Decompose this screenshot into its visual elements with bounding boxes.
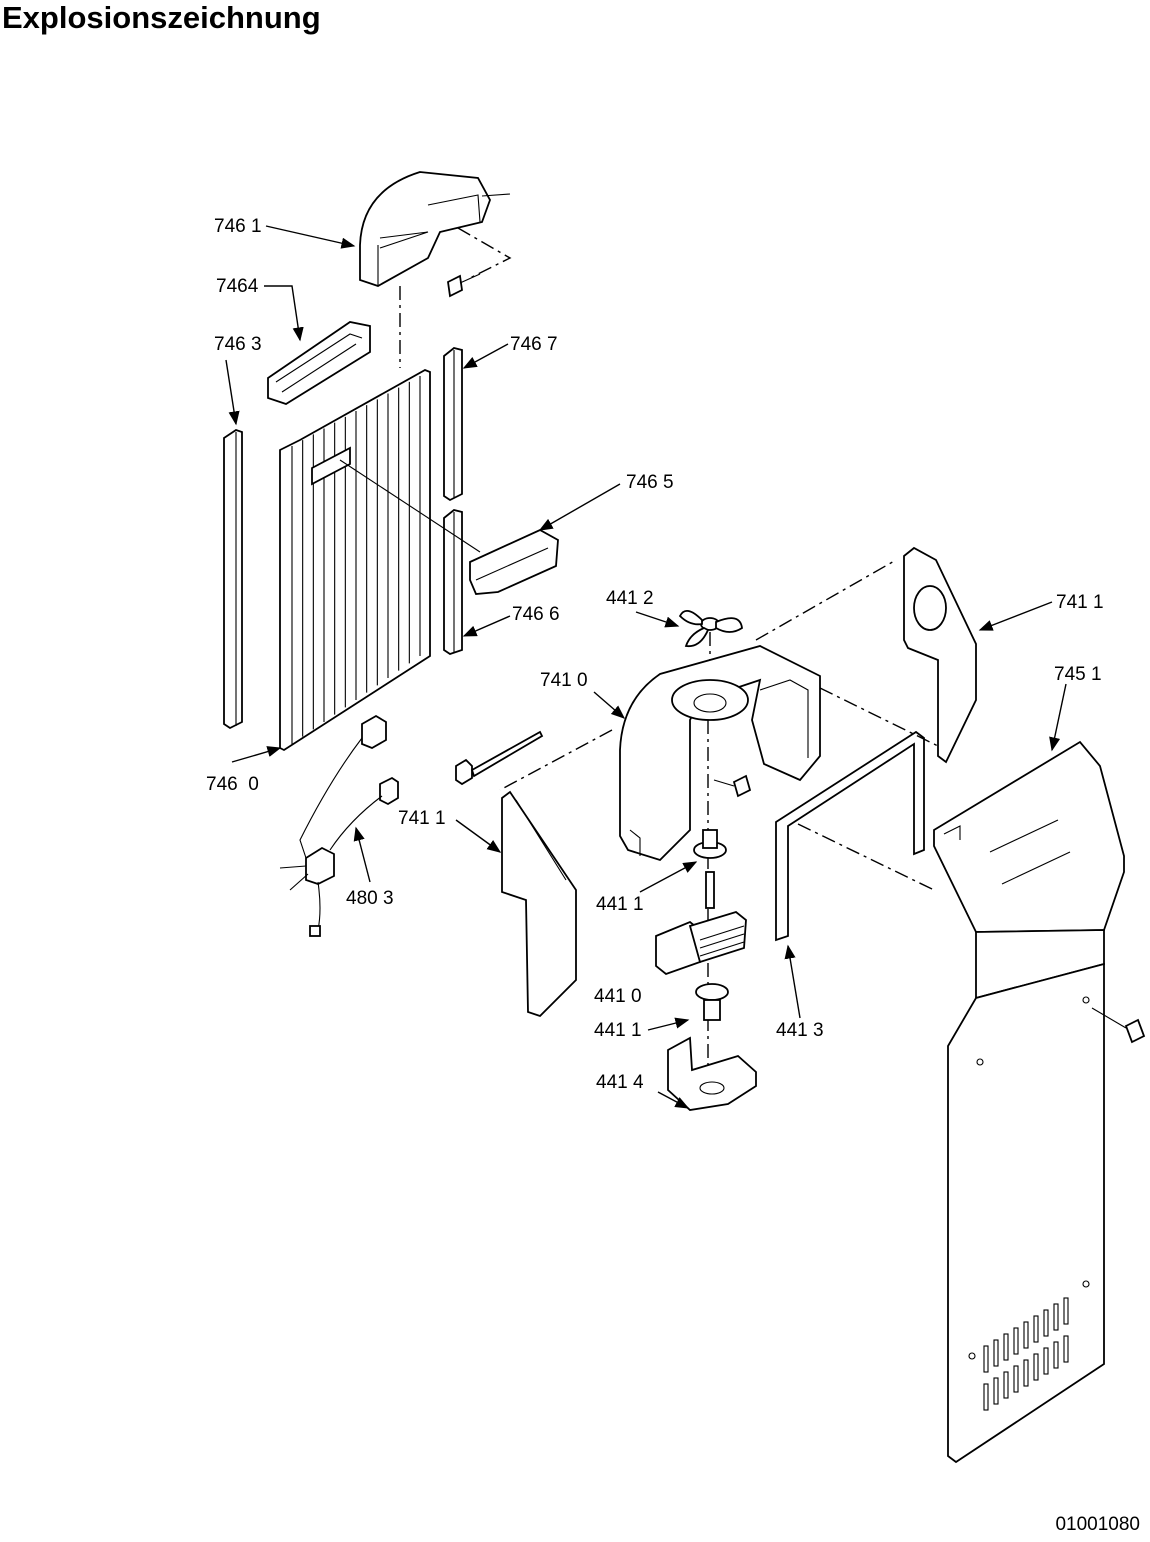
cable-tie (455, 730, 544, 786)
vent-slot (1013, 1327, 1019, 1355)
vent-slot (993, 1339, 999, 1367)
part-7451-rear-panel (933, 740, 1125, 1464)
label-7463: 746 3 (214, 334, 262, 355)
vent-slot (993, 1377, 999, 1405)
vent-slot (983, 1383, 989, 1411)
label-7465: 746 5 (626, 472, 674, 493)
leader-lines (225, 225, 1067, 1109)
vent-slot (1063, 1297, 1069, 1325)
part-7411-left-plate (501, 790, 577, 1018)
part-7465-thermostat-housing (339, 459, 559, 595)
label-7460: 746 0 (206, 774, 259, 795)
vent-slot (1003, 1371, 1009, 1399)
label-4414: 441 4 (596, 1072, 644, 1093)
vent-slot (983, 1345, 989, 1373)
part-7463-left-strip (223, 429, 243, 730)
part-7410-fan-housing (619, 645, 821, 1090)
label-4803: 480 3 (346, 888, 394, 909)
vent-slot (1033, 1315, 1039, 1343)
part-7464-bracket (267, 321, 371, 405)
label-7411-left: 741 1 (398, 808, 446, 829)
vent-slot (1033, 1353, 1039, 1381)
label-7464: 7464 (216, 276, 259, 297)
part-4414-motor-bracket (667, 1036, 757, 1111)
part-7461-cover (359, 171, 511, 287)
label-4411-top: 441 1 (596, 894, 644, 915)
vent-slot (1013, 1365, 1019, 1393)
vent-slot (1043, 1347, 1049, 1375)
label-7466: 746 6 (512, 604, 560, 625)
label-7410: 741 0 (540, 670, 588, 691)
screw-7451 (1091, 1007, 1146, 1044)
vent-slot (1003, 1333, 1009, 1361)
vent-slot (1023, 1321, 1029, 1349)
label-4412: 441 2 (606, 588, 654, 609)
part-4411-bushing-top (693, 829, 727, 859)
page-title: Explosionszeichnung (2, 0, 321, 35)
part-7460-evaporator-panel (279, 369, 431, 752)
screw-7461 (447, 273, 481, 298)
label-4413: 441 3 (776, 1020, 824, 1041)
label-7467: 746 7 (510, 334, 558, 355)
label-4411-bottom: 441 1 (594, 1020, 642, 1041)
part-7467-strip (443, 347, 463, 502)
label-7411-right: 741 1 (1056, 592, 1104, 613)
vent-slot (1053, 1303, 1059, 1331)
screw-7410 (713, 774, 752, 798)
label-7461: 746 1 (214, 216, 262, 237)
document-number: 01001080 (1055, 1514, 1140, 1535)
part-7411-right-plate (903, 546, 977, 764)
part-7466-strip (443, 509, 463, 655)
label-7451: 745 1 (1054, 664, 1102, 685)
part-4412-fan-blade (678, 610, 743, 648)
vent-slot (1043, 1309, 1049, 1337)
part-4803-wiring-harness (279, 714, 399, 937)
vent-slot (1023, 1359, 1029, 1387)
part-4410-fan-motor (655, 871, 747, 976)
label-4410: 441 0 (594, 986, 642, 1007)
vent-slot (1063, 1335, 1069, 1363)
part-4411-bushing-bottom (695, 983, 729, 1021)
part-4413-duct-channel (775, 730, 925, 942)
vent-slot (1053, 1341, 1059, 1369)
